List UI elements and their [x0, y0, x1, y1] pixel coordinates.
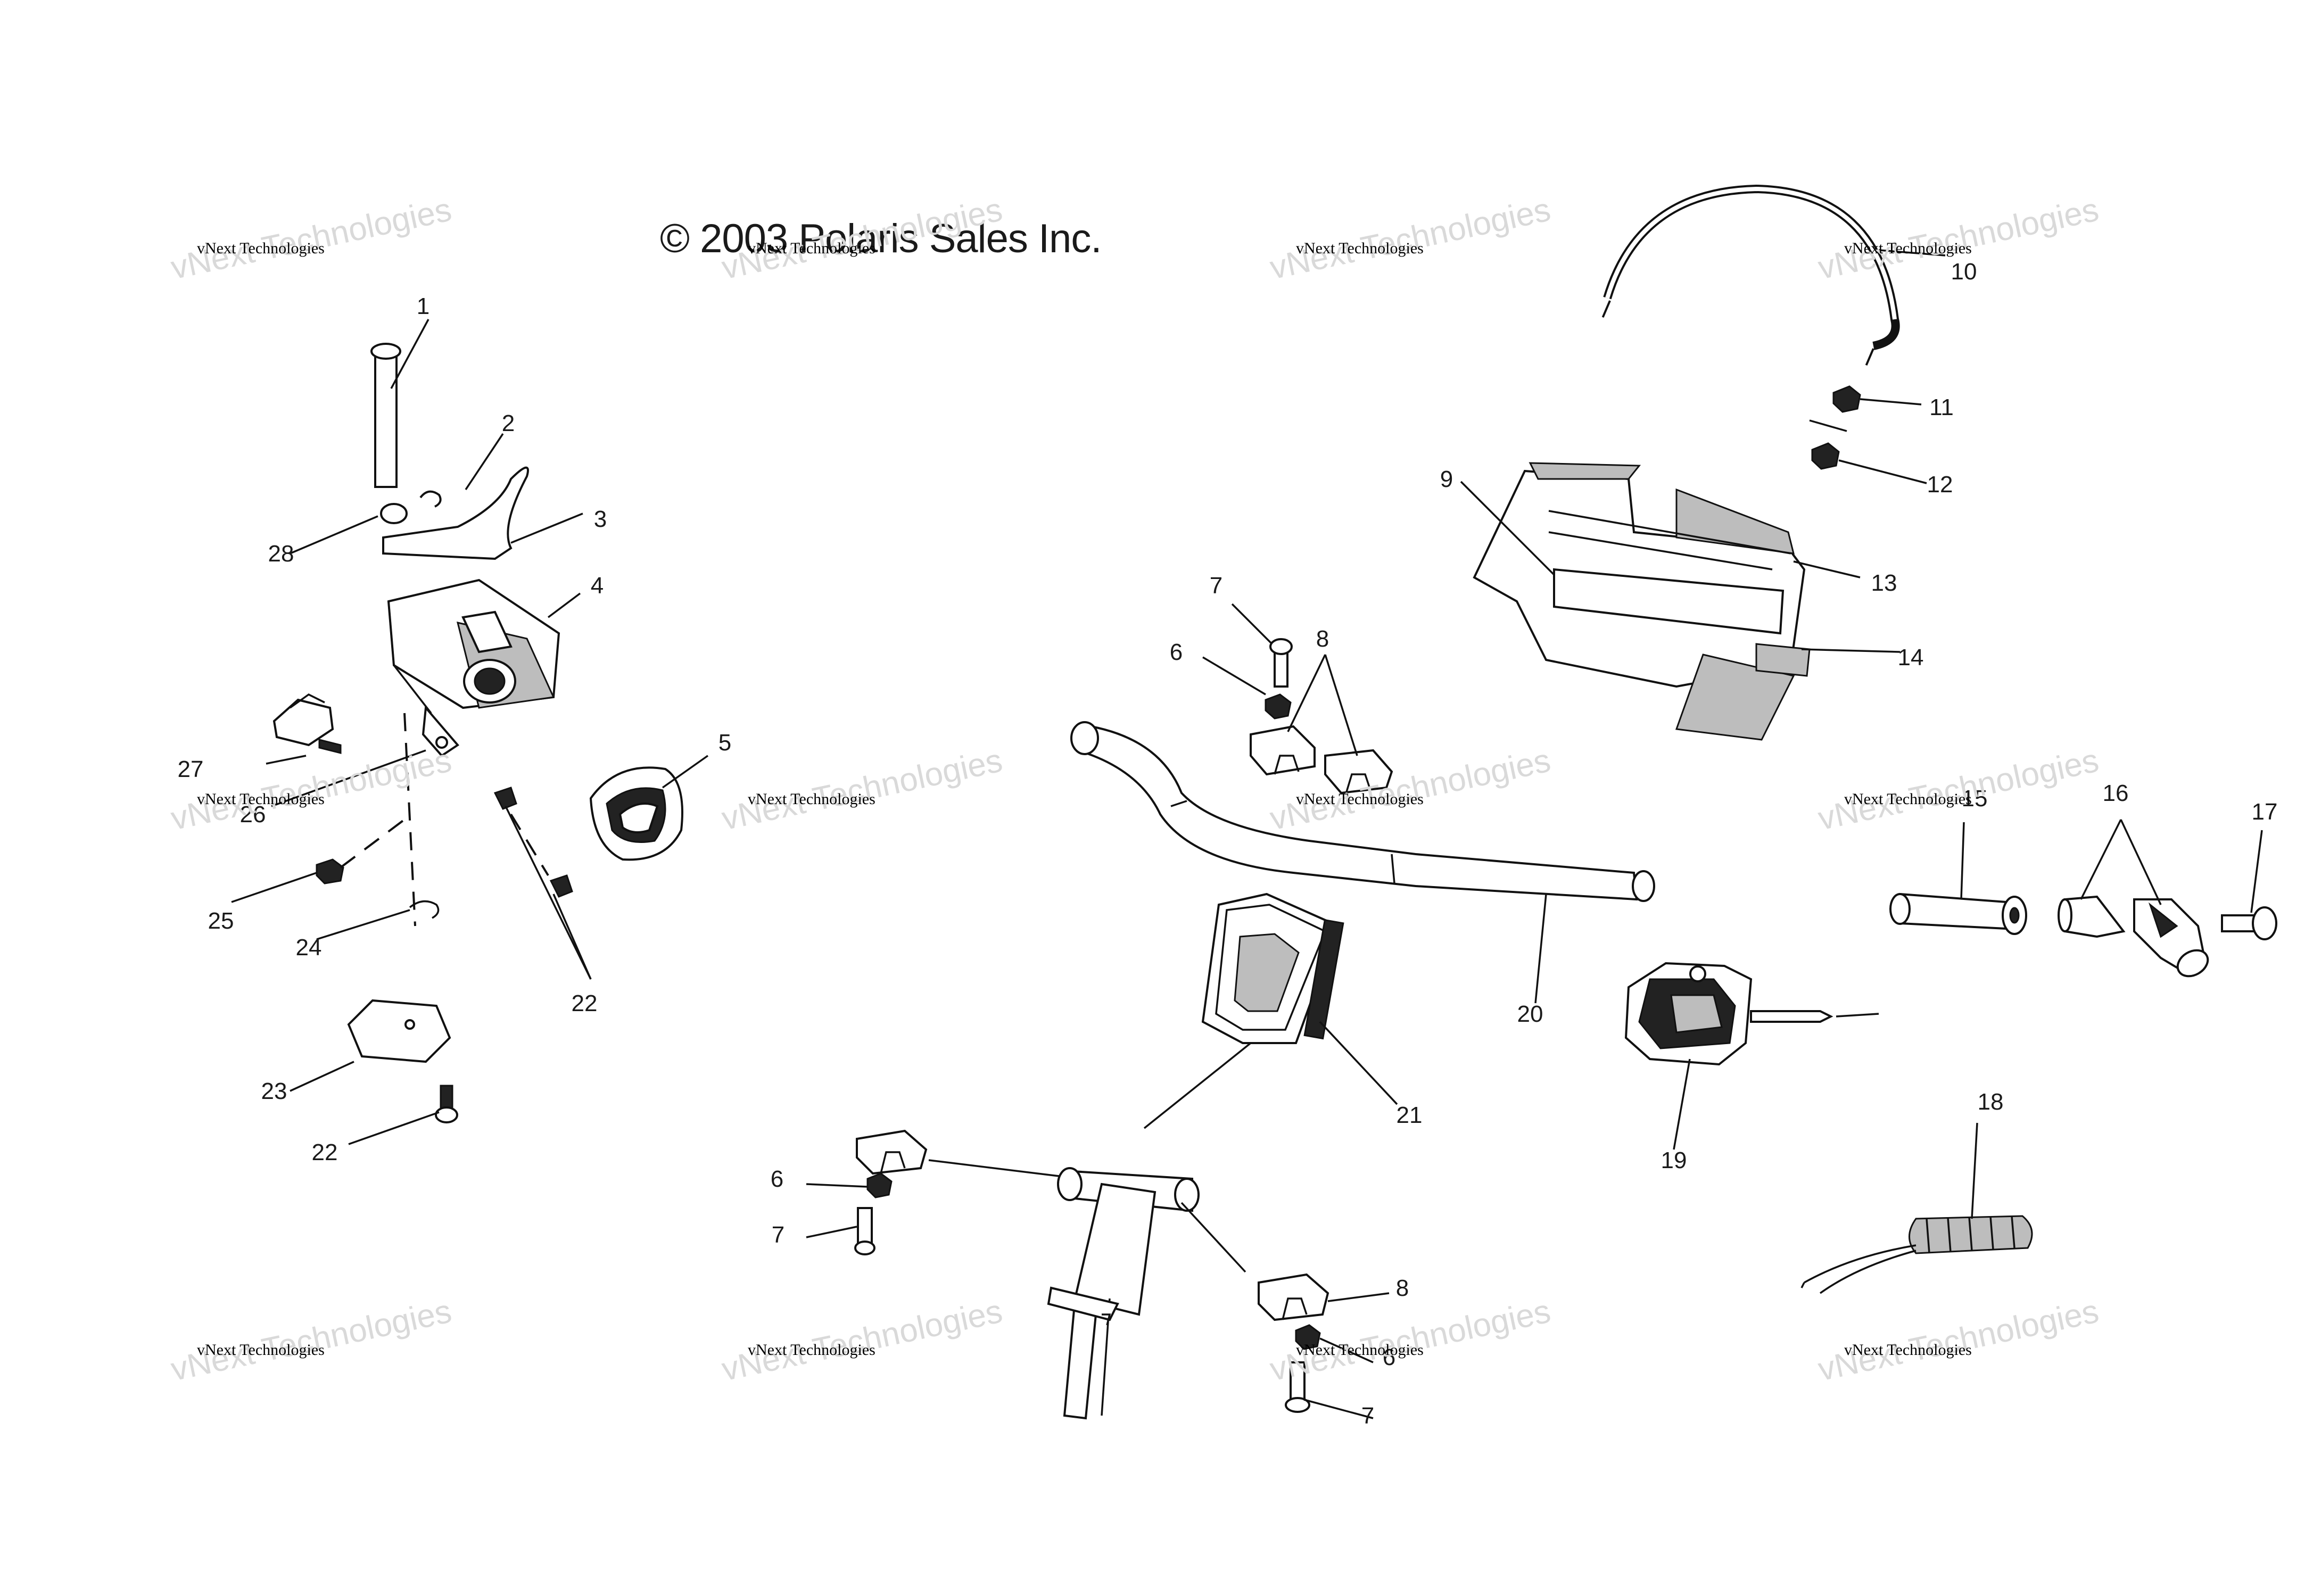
steering-post [1047, 1167, 1200, 1420]
callout-labels: 1 2 3 4 5 28 27 26 25 24 22 23 22 7 6 8 … [178, 259, 2278, 1429]
part-17-bolt [2221, 906, 2277, 940]
part-16-end-b [2133, 898, 2209, 978]
part-6-nut-lower-right [1295, 1324, 1321, 1350]
callout-16: 16 [2103, 780, 2129, 806]
callout-8-top: 8 [1316, 626, 1329, 652]
callout-19: 19 [1661, 1147, 1687, 1173]
part-8-clamp-lower-left [856, 1129, 928, 1175]
callout-26: 26 [240, 801, 266, 828]
callout-22-a: 22 [572, 990, 598, 1016]
callout-22-b: 22 [312, 1139, 338, 1165]
part-9-cover [1473, 462, 1811, 741]
part-16-end-a [2058, 895, 2126, 938]
callout-24: 24 [296, 935, 322, 961]
part-20-handlebar [1070, 721, 1655, 902]
part-21-bracket [1201, 892, 1344, 1044]
part-7-bolt-top [1269, 638, 1293, 688]
part-3-lever [382, 466, 529, 560]
callout-6-lower-left: 6 [771, 1166, 783, 1192]
part-22-screw-b [549, 874, 573, 898]
part-8-clamp-a [1250, 725, 1316, 776]
part-4-housing [387, 578, 560, 757]
callout-6-lower-right: 6 [1383, 1344, 1395, 1370]
callout-12: 12 [1927, 472, 1953, 498]
callout-7-top: 7 [1210, 573, 1222, 599]
part-22-screw-c [435, 1085, 458, 1123]
part-2-clip [419, 490, 442, 508]
part-6-nut-lower-left [866, 1172, 893, 1198]
part-12-nut [1811, 442, 1840, 470]
part-5-ring [589, 766, 683, 861]
callout-15: 15 [1962, 785, 1988, 812]
callout-4: 4 [591, 573, 604, 599]
callout-11: 11 [1929, 394, 1954, 420]
callout-7-lower-left: 7 [772, 1222, 784, 1248]
part-6-nut-top [1265, 693, 1292, 720]
callout-23: 23 [261, 1078, 287, 1104]
callout-9: 9 [1440, 466, 1453, 492]
part-23-plate [347, 999, 451, 1063]
part-15-grip [1889, 892, 2027, 935]
part-18-heater [1800, 1215, 2033, 1294]
callout-21: 21 [1397, 1102, 1423, 1128]
callout-17: 17 [2252, 799, 2278, 825]
callout-27: 27 [178, 756, 204, 782]
part-10-cable [1603, 184, 1900, 350]
part-11-nut [1832, 385, 1861, 413]
part-1-pin [370, 343, 401, 488]
callout-7-lower-right: 7 [1361, 1403, 1374, 1429]
part-8-clamp-b [1324, 749, 1393, 795]
callout-8-lower-right: 8 [1396, 1275, 1409, 1301]
callout-1: 1 [417, 293, 429, 319]
part-22-screw-a [493, 787, 517, 810]
leader-lines [231, 249, 2263, 1419]
callout-28: 28 [268, 541, 294, 567]
part-28-washer [380, 503, 408, 524]
callout-14: 14 [1898, 644, 1924, 671]
part-25-nut [316, 858, 344, 884]
callout-25: 25 [208, 908, 234, 934]
callout-6-top: 6 [1170, 639, 1183, 665]
callout-10: 10 [1951, 259, 1977, 285]
part-19-switch [1624, 962, 1879, 1066]
callout-13: 13 [1871, 570, 1897, 596]
callout-2: 2 [502, 410, 515, 436]
callout-18: 18 [1978, 1089, 2004, 1115]
copyright-notice: © 2003 Polaris Sales Inc. [660, 216, 1102, 261]
callout-5: 5 [718, 730, 731, 756]
part-24-clip [409, 900, 440, 919]
part-7-bolt-lower-left [854, 1207, 875, 1255]
callout-3: 3 [594, 506, 607, 532]
part-8-clamp-lower-right [1258, 1273, 1329, 1321]
part-7-bolt-lower-right [1285, 1361, 1310, 1413]
part-27-switch [272, 693, 342, 754]
callout-20: 20 [1517, 1001, 1543, 1027]
